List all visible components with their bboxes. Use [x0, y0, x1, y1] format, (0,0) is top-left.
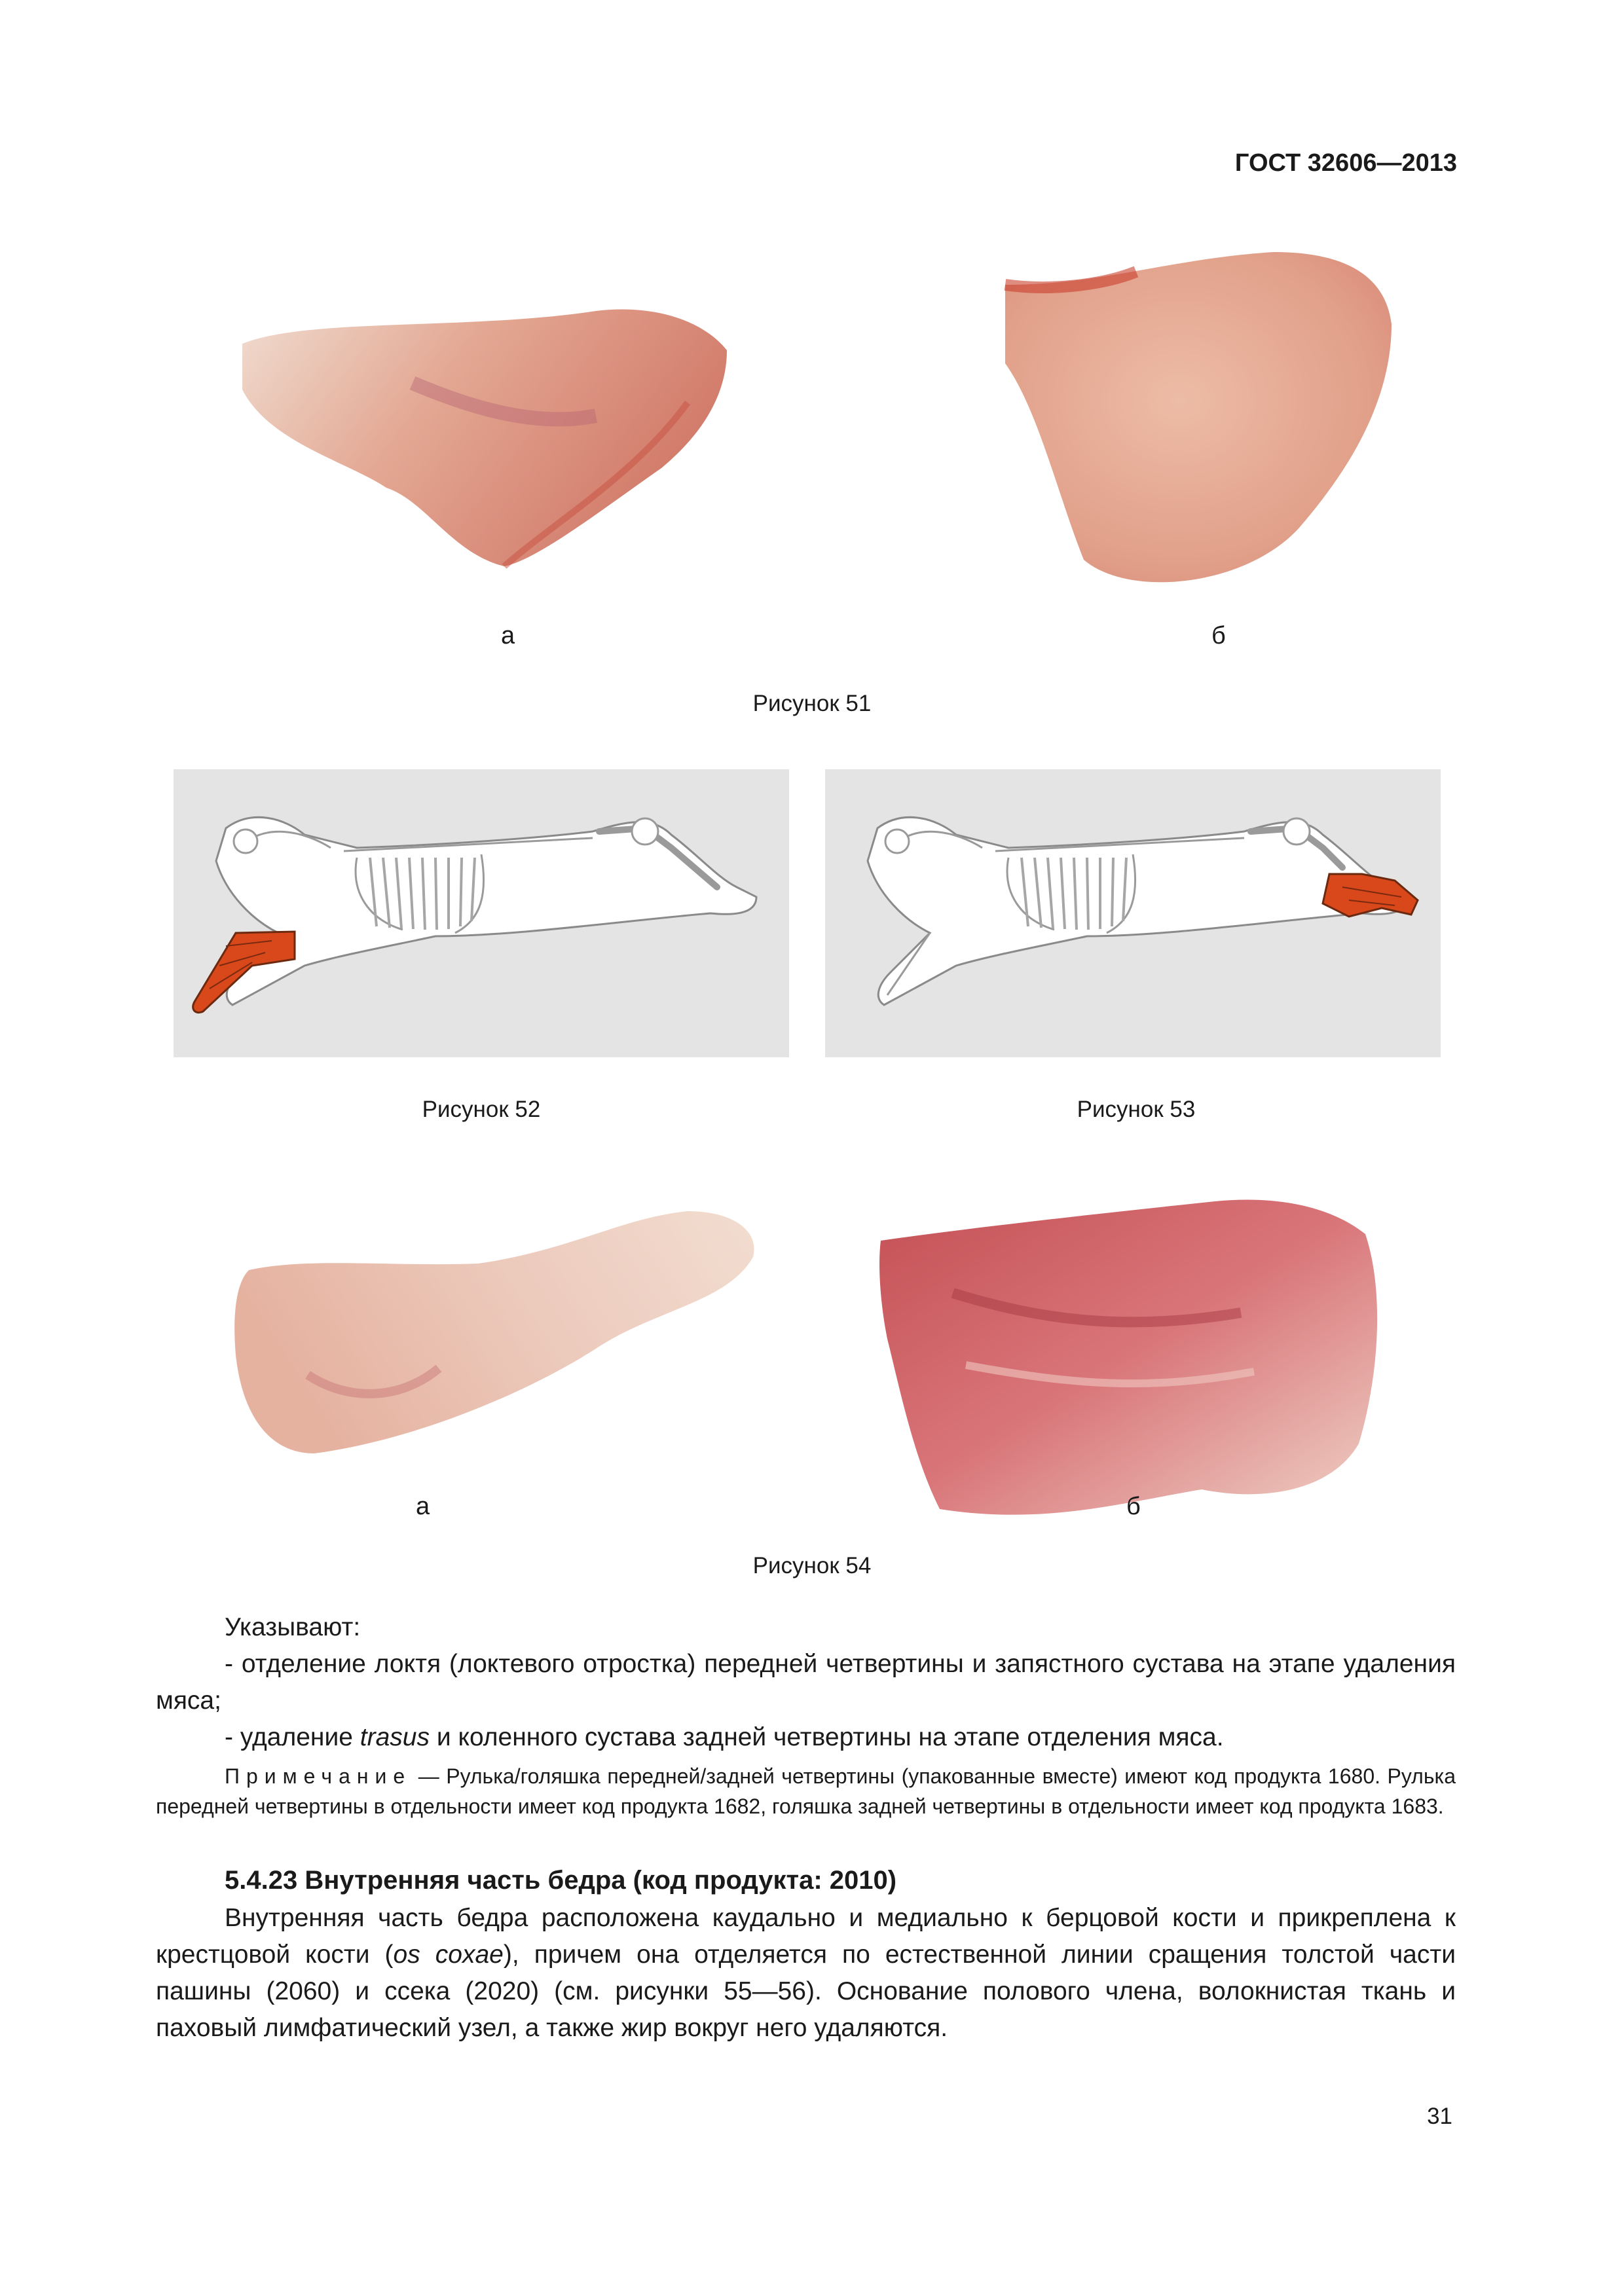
figure-51-label-a: а — [501, 622, 515, 649]
section-title: 5.4.23 Внутренняя часть бедра (код проду… — [225, 1866, 897, 1895]
note-block: Примечание — Рулька/голяшка передней/зад… — [156, 1761, 1456, 1821]
section-paragraph: Внутренняя часть бедра расположена кауда… — [156, 1904, 1456, 2042]
list-item-1: - отделение локтя (локтевого отростка) п… — [156, 1650, 1456, 1715]
figure-51-caption: Рисунок 51 — [752, 691, 872, 716]
intro-line: Указывают: — [225, 1613, 361, 1641]
figure-54-caption: Рисунок 54 — [752, 1553, 872, 1578]
figure-52-caption: Рисунок 52 — [422, 1097, 541, 1122]
figure-54b-photo — [874, 1195, 1385, 1525]
figure-54-label-a: а — [416, 1493, 430, 1520]
body-text-block: Указывают: - отделение локтя (локтевого … — [156, 1609, 1456, 1756]
figure-51a-photo — [229, 304, 819, 573]
figure-54-label-b: б — [1126, 1493, 1141, 1520]
page-number: 31 — [1427, 2104, 1452, 2129]
list-item-2: - удаление trasus и коленного сустава за… — [225, 1723, 1224, 1751]
note-label: Примечание — [225, 1764, 412, 1788]
figure-53-diagram — [825, 769, 1441, 1057]
figure-52-diagram — [174, 769, 789, 1057]
figure-51b-photo — [999, 246, 1398, 599]
document-header: ГОСТ 32606—2013 — [1234, 149, 1457, 177]
figure-51-label-b: б — [1211, 622, 1226, 649]
note-body: — Рулька/голяшка передней/задней четверт… — [156, 1764, 1456, 1818]
figure-53-caption: Рисунок 53 — [1077, 1097, 1196, 1122]
figure-54a-photo — [229, 1205, 760, 1499]
